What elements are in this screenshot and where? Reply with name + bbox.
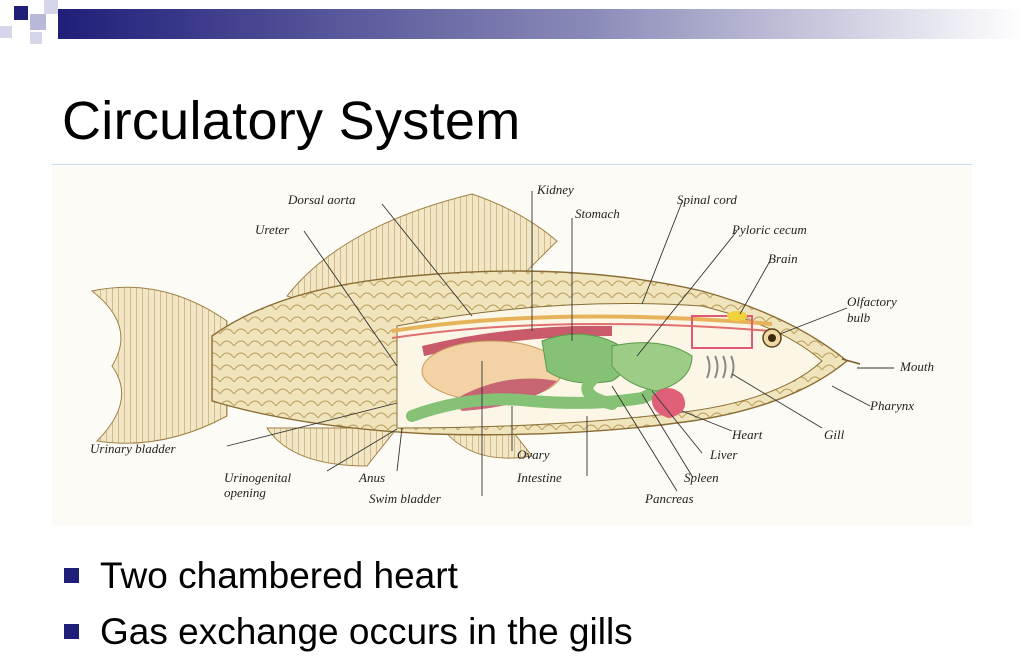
square-bullet-icon: [64, 624, 79, 639]
header-bar: [0, 0, 1024, 48]
label-urinogenital: Urinogenital: [224, 470, 292, 485]
heart: [651, 387, 686, 418]
gill-arches: [706, 355, 735, 379]
label-gill: Gill: [824, 427, 845, 442]
label-opening: opening: [224, 485, 266, 500]
label-dorsal-aorta: Dorsal aorta: [287, 192, 356, 207]
bullet-text: Gas exchange occurs in the gills: [100, 611, 633, 652]
label-pharynx: Pharynx: [869, 398, 914, 413]
label-stomach: Stomach: [575, 206, 620, 221]
label-swim-bladder: Swim bladder: [369, 491, 442, 506]
label-anus: Anus: [358, 470, 385, 485]
anal-fin: [266, 427, 399, 467]
fish-illustration: Dorsal aorta Kidney Stomach Spinal cord …: [90, 182, 934, 506]
caudal-fin: [90, 286, 228, 444]
header-gradient: [0, 0, 1024, 44]
fish-anatomy-diagram: Dorsal aorta Kidney Stomach Spinal cord …: [52, 166, 972, 526]
bullet-item: Gas exchange occurs in the gills: [62, 604, 633, 660]
label-ovary: Ovary: [517, 447, 550, 462]
square-bullet-icon: [64, 568, 79, 583]
label-intestine: Intestine: [516, 470, 562, 485]
label-mouth: Mouth: [899, 359, 934, 374]
label-brain: Brain: [768, 251, 798, 266]
title-underline: [52, 164, 972, 165]
brain: [727, 311, 747, 321]
leader-lines: [226, 191, 894, 496]
bullet-text: Two chambered heart: [100, 555, 458, 596]
liver: [611, 342, 693, 392]
label-urinary-bladder: Urinary bladder: [90, 441, 177, 456]
label-pancreas: Pancreas: [644, 491, 694, 506]
label-pyloric-cecum: Pyloric cecum: [731, 222, 807, 237]
bullet-list: Two chambered heart Gas exchange occurs …: [62, 548, 633, 660]
label-spleen: Spleen: [684, 470, 719, 485]
slide-title: Circulatory System: [62, 91, 521, 151]
label-heart: Heart: [731, 427, 763, 442]
label-kidney: Kidney: [536, 182, 574, 197]
bullet-item: Two chambered heart: [62, 548, 633, 604]
label-bulb: bulb: [847, 310, 871, 325]
label-spinal-cord: Spinal cord: [677, 192, 737, 207]
label-olfactory: Olfactory: [847, 294, 897, 309]
label-ureter: Ureter: [255, 222, 290, 237]
intestine: [406, 361, 666, 422]
label-liver: Liver: [709, 447, 738, 462]
kidney: [422, 325, 612, 356]
